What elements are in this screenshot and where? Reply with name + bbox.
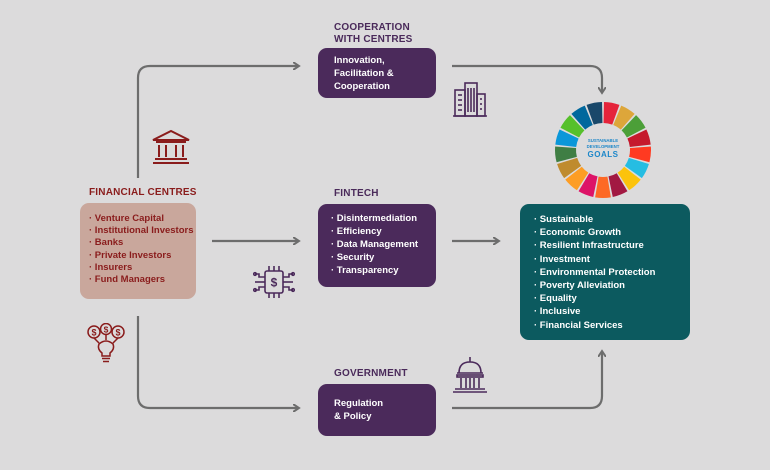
sdg-wheel-segment <box>557 157 582 179</box>
financial-centres-box: · Venture Capital · Institutional Invest… <box>80 203 196 299</box>
fintech-heading: FINTECH <box>334 188 379 199</box>
government-box: Regulation & Policy <box>318 384 436 436</box>
svg-text:$: $ <box>271 276 278 290</box>
fintech-item: · Transparency <box>331 265 399 276</box>
sdg-wheel-segment <box>624 157 649 179</box>
outcome-item: · Financial Services <box>534 319 623 331</box>
fc-item: · Fund Managers <box>89 274 166 286</box>
fc-item: · Private Investors <box>89 249 172 261</box>
sdg-wheel-segment <box>595 176 611 198</box>
government-dome-icon <box>451 356 489 394</box>
sdg-wheel-segment <box>571 105 593 130</box>
fintech-item: · Efficiency <box>331 226 382 237</box>
money-lightbulb-icon: $ $ $ <box>86 323 126 365</box>
sdg-wheel-segment <box>608 173 628 197</box>
outcome-item: · Investment <box>534 253 590 265</box>
sdg-wheel-segment <box>555 146 577 163</box>
outcome-item: · Poverty Alleviation <box>534 280 625 292</box>
fc-item: · Banks <box>89 237 124 249</box>
sdg-wheel-segment <box>617 166 641 191</box>
fc-item: · Institutional Investors <box>89 225 194 237</box>
arrow-fc-to-government <box>136 316 298 408</box>
sdg-wheel-segment <box>555 129 579 147</box>
svg-text:$: $ <box>115 328 120 338</box>
sdg-wheel-segment <box>627 129 651 147</box>
cooperation-box: Innovation, Facilitation & Cooperation <box>318 48 436 98</box>
sdg-wheel-icon: SUSTAINABLE DEVELOPMENT GOALS <box>553 100 653 200</box>
sdg-wheel-segment <box>603 102 620 125</box>
arrow-fc-to-cooperation <box>136 66 298 178</box>
sdg-wheel-segment <box>560 115 585 138</box>
outcome-item: · Equality <box>534 293 577 305</box>
financial-centres-heading: FINANCIAL CENTRES <box>89 187 197 198</box>
sdg-logo-text: SUSTAINABLE DEVELOPMENT GOALS <box>586 138 620 159</box>
fintech-item: · Security <box>331 252 375 263</box>
government-heading: GOVERNMENT <box>334 368 408 379</box>
arrow-government-to-outcomes <box>452 352 602 410</box>
svg-text:$: $ <box>104 325 109 335</box>
outcomes-box: · Sustainable · Economic Growth · Resili… <box>520 204 690 340</box>
outcome-item: · Environmental Protection <box>534 266 656 278</box>
cooperation-heading: COOPERATION WITH CENTRES <box>334 22 413 45</box>
sdg-wheel-segment <box>578 173 598 197</box>
sdg-wheel-segment <box>586 102 603 125</box>
fc-item: · Venture Capital <box>89 213 164 224</box>
outcome-item: · Resilient Infrastructure <box>534 240 644 252</box>
arrow-cooperation-to-sdg <box>452 64 602 92</box>
sdg-wheel-segment <box>629 146 651 163</box>
fintech-item: · Data Management <box>331 239 419 250</box>
city-buildings-icon <box>452 80 488 118</box>
outcome-item: · Sustainable <box>534 214 594 225</box>
outcome-item: · Economic Growth <box>534 227 622 239</box>
sdg-wheel-segment <box>621 115 646 138</box>
fintech-item: · Disintermediation <box>331 213 418 224</box>
sdg-wheel-segment <box>565 166 589 191</box>
dollar-chip-icon: $ <box>253 263 295 301</box>
fc-item: · Insurers <box>89 261 133 273</box>
bank-icon <box>150 128 192 166</box>
sdg-wheel-segment <box>613 105 635 130</box>
outcome-item: · Inclusive <box>534 306 581 318</box>
svg-text:$: $ <box>91 328 96 338</box>
fintech-box: · Disintermediation · Efficiency · Data … <box>318 204 436 287</box>
